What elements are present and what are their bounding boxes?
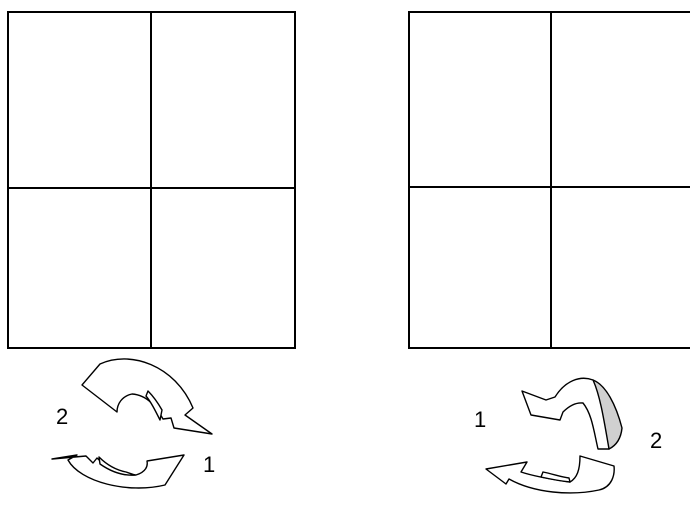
curved-arrow-icon: [522, 378, 609, 449]
right-panel: 1 2: [409, 12, 690, 493]
left-panel: 2 1: [8, 12, 295, 488]
right-step-label-1: 1: [474, 407, 486, 432]
left-step-label-1: 1: [203, 452, 215, 477]
left-step-label-2: 2: [56, 404, 68, 429]
right-step-label-2: 2: [650, 428, 662, 453]
right-grid: [409, 12, 690, 348]
left-grid: [8, 12, 295, 348]
right-grid-border: [409, 12, 690, 348]
